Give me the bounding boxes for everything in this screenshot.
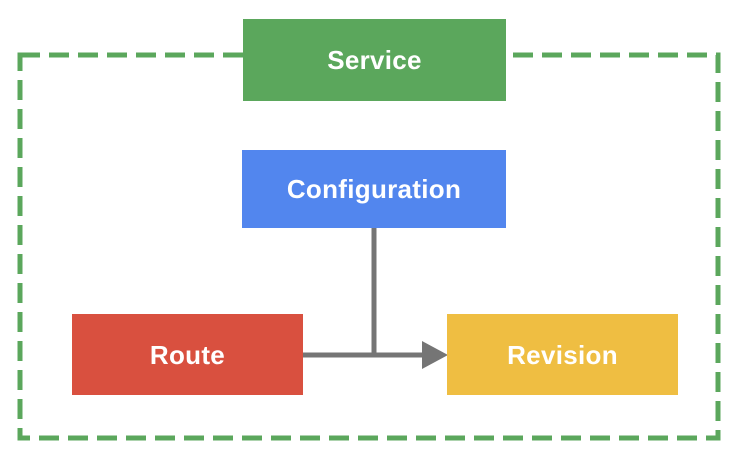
node-revision-label: Revision (507, 339, 618, 370)
arrowhead-icon (422, 341, 448, 369)
node-configuration-label: Configuration (286, 174, 462, 204)
node-service-label: Service (327, 45, 422, 75)
node-route[interactable]: Route (72, 314, 303, 395)
node-service[interactable]: Service (243, 19, 506, 101)
node-configuration[interactable]: Configuration (242, 150, 506, 228)
node-route-label: Route (149, 339, 226, 370)
node-revision[interactable]: Revision (447, 314, 678, 395)
